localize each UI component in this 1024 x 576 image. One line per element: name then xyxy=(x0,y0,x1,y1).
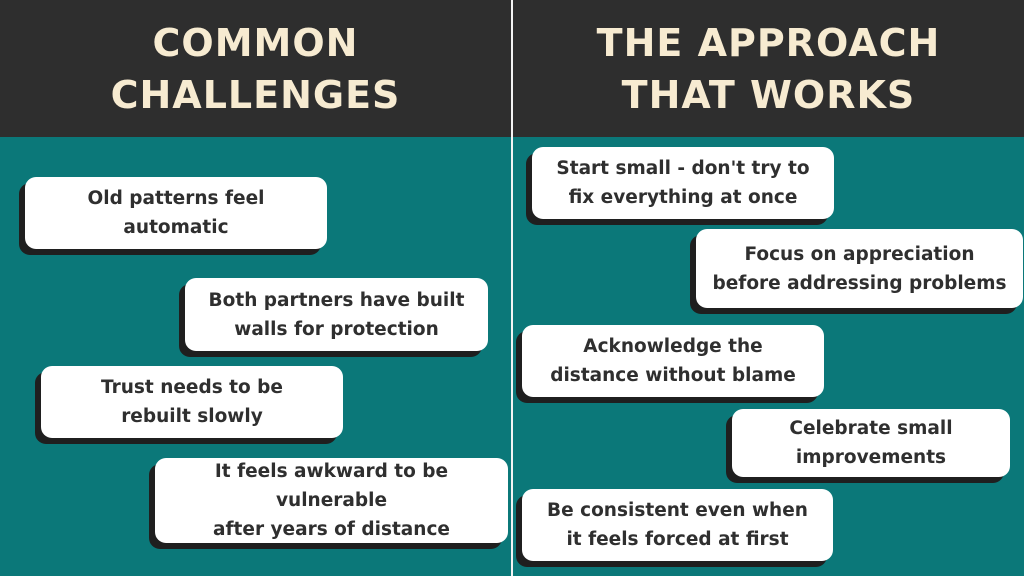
approach-card-4: Celebrate small improvements xyxy=(732,409,1010,477)
approach-card-1: Start small - don't try to fix everythin… xyxy=(532,147,834,219)
challenge-card-4: It feels awkward to be vulnerable after … xyxy=(155,458,508,543)
column-divider xyxy=(511,0,513,576)
left-header: COMMON CHALLENGES xyxy=(0,0,511,137)
approach-card-5: Be consistent even when it feels forced … xyxy=(522,489,833,561)
right-header: THE APPROACH THAT WORKS xyxy=(513,0,1024,137)
approach-card-3: Acknowledge the distance without blame xyxy=(522,325,824,397)
left-title: COMMON CHALLENGES xyxy=(110,20,401,117)
approach-card-2: Focus on appreciation before addressing … xyxy=(696,229,1023,308)
right-title: THE APPROACH THAT WORKS xyxy=(596,20,941,117)
challenge-card-3: Trust needs to be rebuilt slowly xyxy=(41,366,343,438)
challenge-card-2: Both partners have built walls for prote… xyxy=(185,278,488,351)
challenge-card-1: Old patterns feel automatic xyxy=(25,177,327,249)
